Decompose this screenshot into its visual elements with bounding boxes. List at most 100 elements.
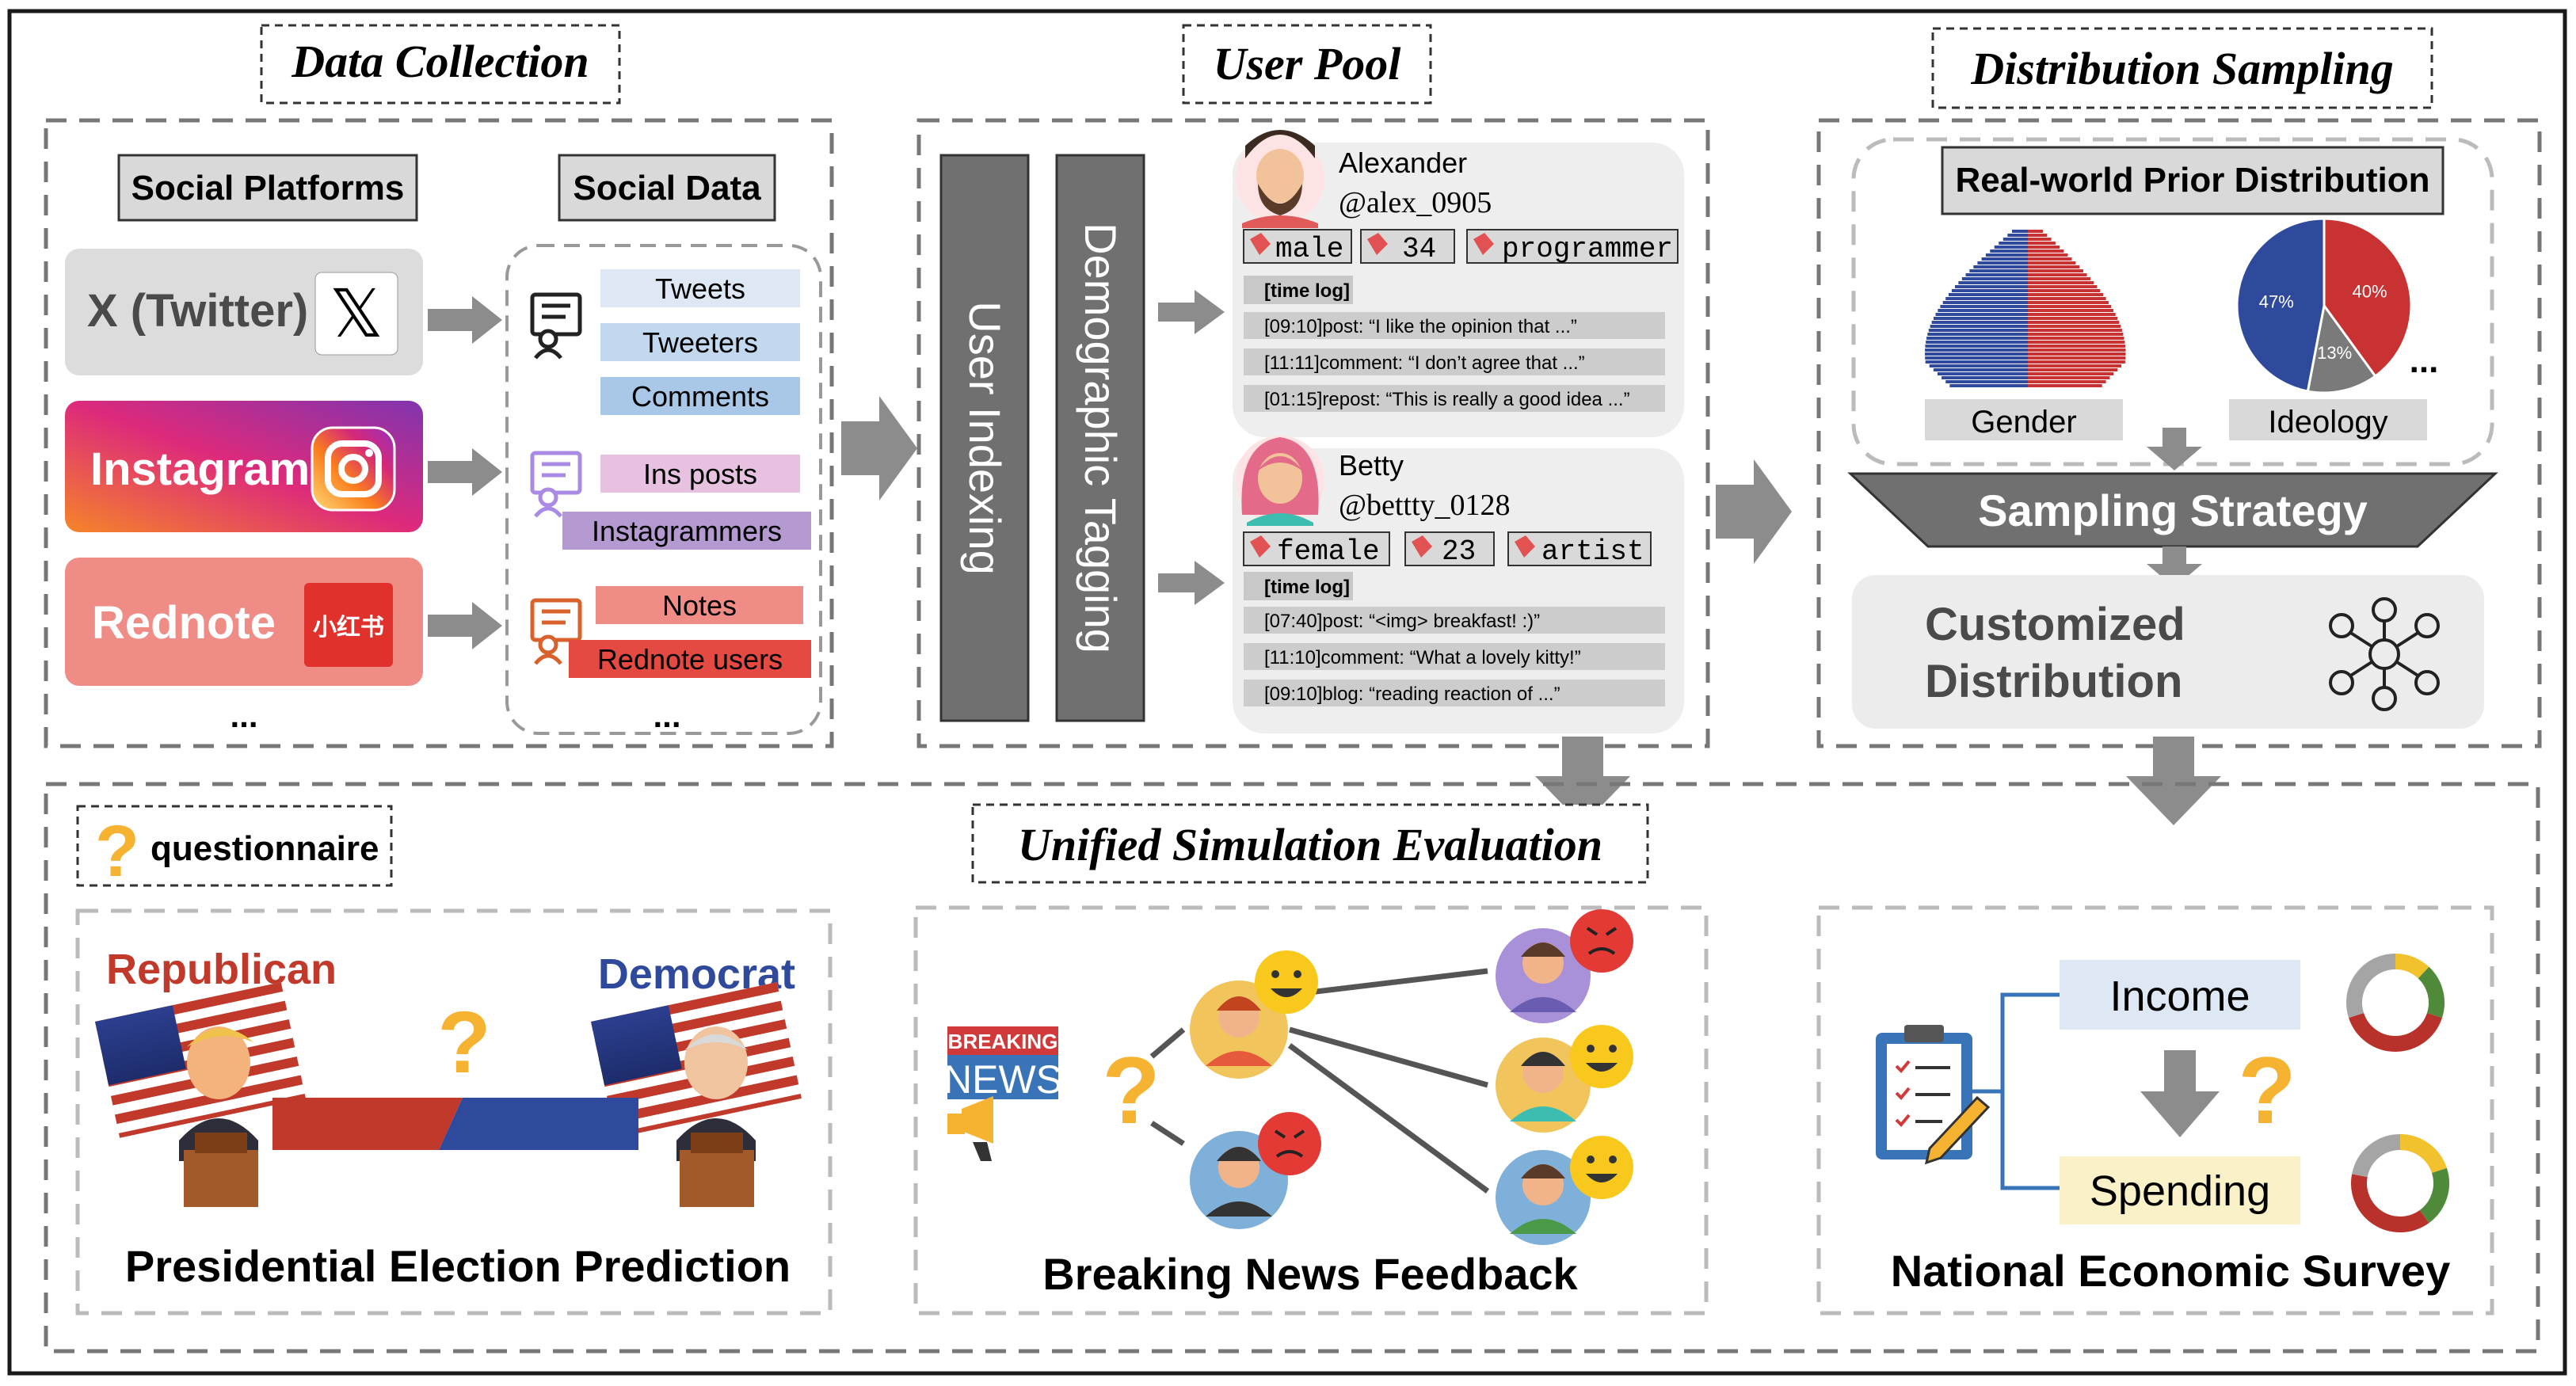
pyramid-bar-male bbox=[1930, 325, 2028, 328]
pyramid-bar-male bbox=[1942, 301, 2028, 304]
svg-text:...: ... bbox=[230, 697, 257, 734]
sampling-strategy-funnel bbox=[1847, 472, 2498, 548]
pyramid-bar-male bbox=[1981, 257, 2028, 261]
pyramid-bar-female bbox=[2028, 269, 2083, 272]
social-platforms-header bbox=[117, 154, 418, 222]
document-icon-twitter bbox=[530, 292, 582, 360]
evaluation-section: Unified Simulation Evaluation ? question… bbox=[44, 782, 2540, 1354]
rednote-logo-icon bbox=[304, 583, 393, 667]
pyramid-bar-female bbox=[2028, 265, 2080, 268]
pyramid-bar-female bbox=[2028, 285, 2098, 288]
person-icon-right-1 bbox=[1496, 928, 1591, 1023]
svg-text:Alexander: Alexander bbox=[1339, 147, 1467, 179]
survey-connector bbox=[1972, 992, 2060, 1190]
svg-text:34: 34 bbox=[1402, 233, 1436, 265]
svg-text:Distribution: Distribution bbox=[1925, 656, 2182, 707]
pyramid-bar-female bbox=[2028, 337, 2124, 340]
person-icon-bottom bbox=[1190, 1131, 1288, 1229]
svg-text:?: ? bbox=[95, 811, 139, 892]
republican-candidate-icon bbox=[179, 1026, 258, 1207]
svg-text:User Indexing: User Indexing bbox=[960, 301, 1010, 575]
pyramid-bar-male bbox=[1940, 305, 2028, 308]
tags-betty: female 23 artist bbox=[1243, 531, 1652, 568]
pyramid-bar-female bbox=[2028, 281, 2094, 284]
svg-text:X (Twitter): X (Twitter) bbox=[87, 285, 308, 337]
user-pool-section: User Pool User Indexing Demographic Tagg… bbox=[916, 24, 1710, 748]
svg-text:@alex_0905: @alex_0905 bbox=[1339, 186, 1492, 219]
happy-emoji-icon bbox=[1255, 950, 1318, 1014]
election-question-icon: ? bbox=[437, 994, 490, 1091]
pyramid-bar-female bbox=[2028, 356, 2126, 360]
income-box bbox=[2060, 960, 2300, 1030]
pyramid-bar-male bbox=[1949, 384, 2028, 387]
pyramid-bar-male bbox=[1994, 246, 2028, 249]
pyramid-bar-male bbox=[1958, 281, 2028, 284]
avatar-alexander bbox=[1236, 130, 1324, 228]
svg-text:Instagram: Instagram bbox=[90, 444, 310, 495]
pyramid-bar-male bbox=[2007, 234, 2028, 237]
pyramid-bar-male bbox=[1933, 317, 2028, 320]
user-indexing-bar bbox=[939, 154, 1030, 722]
donut-segment bbox=[2352, 1134, 2401, 1178]
person-icon-center bbox=[1190, 980, 1288, 1079]
platform-rednote: Rednote 小红书 bbox=[65, 558, 423, 686]
pyramid-bar-male bbox=[1926, 341, 2028, 344]
pyramid-bar-male bbox=[2002, 238, 2028, 241]
instagram-logo-icon bbox=[311, 426, 396, 512]
x-logo-icon bbox=[314, 272, 398, 356]
pyramid-bar-female bbox=[2028, 249, 2064, 253]
svg-text:National Economic Survey: National Economic Survey bbox=[1891, 1246, 2450, 1296]
pyramid-bar-female bbox=[2028, 238, 2052, 241]
pyramid-bar-male bbox=[1985, 253, 2028, 257]
svg-text:artist: artist bbox=[1541, 535, 1644, 568]
pyramid-bar-female bbox=[2028, 305, 2112, 308]
pyramid-bar-male bbox=[1945, 380, 2028, 383]
angry-emoji-icon-2 bbox=[1570, 909, 1633, 973]
svg-text:Breaking News Feedback: Breaking News Feedback bbox=[1042, 1249, 1578, 1299]
distribution-sampling-section: Distribution Sampling Real-world Prior D… bbox=[1816, 27, 2542, 748]
svg-text:female: female bbox=[1277, 535, 1380, 568]
svg-text:[time log]: [time log] bbox=[1264, 577, 1350, 598]
pyramid-bar-female bbox=[2028, 321, 2120, 324]
svg-text:23: 23 bbox=[1442, 535, 1476, 568]
svg-text:...: ... bbox=[653, 697, 680, 734]
pyramid-bar-male bbox=[1955, 285, 2028, 288]
svg-text:[11:10]comment: “What a lovely: [11:10]comment: “What a lovely kitty!” bbox=[1264, 647, 1581, 668]
svg-text:小红书: 小红书 bbox=[313, 615, 384, 641]
svg-text:Social Platforms: Social Platforms bbox=[131, 169, 405, 208]
pyramid-bar-female bbox=[2028, 277, 2090, 280]
pyramid-bar-female bbox=[2028, 348, 2126, 352]
pyramid-bar-male bbox=[1969, 269, 2028, 272]
svg-text:Tweeters: Tweeters bbox=[642, 326, 758, 359]
avatar-betty bbox=[1236, 436, 1324, 526]
svg-text:Presidential Election Predicti: Presidential Election Prediction bbox=[125, 1241, 791, 1291]
outer-frame bbox=[7, 9, 2567, 1376]
pyramid-bar-male bbox=[1925, 360, 2028, 364]
pyramid-bar-female bbox=[2028, 360, 2125, 364]
survey-question-icon: ? bbox=[2238, 1038, 2296, 1144]
svg-text:[time log]: [time log] bbox=[1264, 280, 1350, 302]
pyramid-bar-female bbox=[2028, 309, 2113, 312]
platform-to-data-arrows bbox=[428, 296, 502, 649]
pyramid-bar-female bbox=[2028, 364, 2122, 367]
svg-text:[09:10]blog: “reading reaction: [09:10]blog: “reading reaction of ...” bbox=[1264, 683, 1560, 705]
svg-text:Betty: Betty bbox=[1339, 449, 1404, 482]
pyramid-bar-male bbox=[1929, 364, 2028, 367]
pyramid-bar-male bbox=[1926, 337, 2028, 340]
pyramid-bar-female bbox=[2028, 352, 2126, 356]
svg-text:male: male bbox=[1275, 233, 1343, 265]
spending-donut-chart bbox=[2351, 1134, 2449, 1232]
user-card-alexander: Alexander @alex_0905 male 34 programmer … bbox=[1233, 130, 1684, 437]
svg-text:[01:15]repost: “This is really: [01:15]repost: “This is really a good id… bbox=[1264, 389, 1630, 410]
data-collection-section: Data Collection Social Platforms Social … bbox=[44, 24, 834, 748]
pyramid-bar-male bbox=[1942, 376, 2028, 379]
spending-box bbox=[2060, 1156, 2300, 1224]
donut-segment bbox=[2351, 1174, 2429, 1232]
clipboard-icon bbox=[1876, 1025, 1991, 1165]
angry-emoji-icon bbox=[1258, 1112, 1321, 1175]
prior-distribution-header bbox=[1941, 146, 2445, 215]
pyramid-bar-female bbox=[2028, 317, 2118, 320]
pyramid-bar-male bbox=[1925, 348, 2028, 352]
ideology-pie-chart: 40%13%47% bbox=[2235, 217, 2413, 394]
arrow-pool-to-eval bbox=[1535, 737, 1630, 825]
